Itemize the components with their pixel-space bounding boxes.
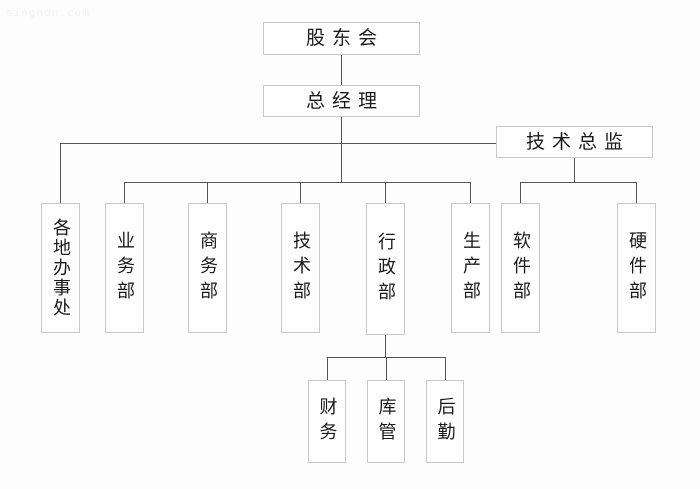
connector-tech-director-bus: [520, 182, 636, 183]
node-hardware-dept-label: 硬件部: [626, 230, 648, 306]
node-logistics[interactable]: 后勤: [426, 380, 464, 463]
connector-drop-admin-dept: [385, 182, 386, 203]
node-general-manager[interactable]: 总经理: [263, 85, 420, 117]
connector-shareholders-to-gm: [341, 55, 342, 85]
node-production-dept-label: 生产部: [460, 230, 482, 306]
connector-tech-director-stem: [574, 158, 575, 182]
node-shareholders[interactable]: 股东会: [263, 22, 420, 55]
node-local-offices-label: 各地办事处: [50, 218, 72, 318]
node-commerce-dept-label: 商务部: [197, 230, 219, 306]
node-tech-director-label: 技术总监: [525, 130, 630, 153]
node-finance[interactable]: 财务: [308, 380, 346, 463]
node-admin-dept-label: 行政部: [375, 231, 397, 307]
connector-gm-to-tech-director: [470, 143, 496, 144]
node-technical-dept[interactable]: 技术部: [281, 203, 320, 333]
connector-drop-warehouse: [386, 357, 387, 380]
connector-gm-stem: [341, 117, 342, 183]
connector-drop-technical-dept: [300, 182, 301, 203]
node-software-dept-label: 软件部: [510, 230, 532, 306]
node-finance-label: 财务: [316, 396, 338, 447]
node-technical-dept-label: 技术部: [290, 230, 312, 306]
node-general-manager-label: 总经理: [305, 89, 384, 112]
node-warehouse[interactable]: 库管: [367, 380, 405, 463]
node-business-dept-label: 业务部: [114, 230, 136, 306]
connector-drop-business-dept: [124, 182, 125, 203]
node-software-dept[interactable]: 软件部: [501, 203, 540, 333]
connector-drop-logistics: [445, 357, 446, 380]
node-logistics-label: 后勤: [434, 396, 456, 447]
node-warehouse-label: 库管: [375, 396, 397, 447]
node-tech-director[interactable]: 技术总监: [496, 126, 653, 158]
node-admin-dept[interactable]: 行政部: [366, 203, 405, 335]
connector-gm-bus: [60, 143, 494, 144]
connector-drop-production-dept: [470, 182, 471, 203]
node-hardware-dept[interactable]: 硬件部: [617, 203, 656, 333]
node-production-dept[interactable]: 生产部: [451, 203, 490, 333]
node-commerce-dept[interactable]: 商务部: [188, 203, 227, 333]
connector-drop-commerce-dept: [207, 182, 208, 203]
node-local-offices[interactable]: 各地办事处: [41, 203, 80, 333]
connector-dept-bus: [124, 182, 470, 183]
connector-admin-stem: [385, 335, 386, 357]
node-business-dept[interactable]: 业务部: [105, 203, 144, 333]
connector-drop-hardware-dept: [636, 182, 637, 203]
node-shareholders-label: 股东会: [305, 27, 384, 50]
connector-drop-local-offices: [60, 143, 61, 203]
connector-drop-software-dept: [520, 182, 521, 203]
connector-drop-finance: [327, 357, 328, 380]
watermark-text: singhon.com: [6, 6, 90, 19]
